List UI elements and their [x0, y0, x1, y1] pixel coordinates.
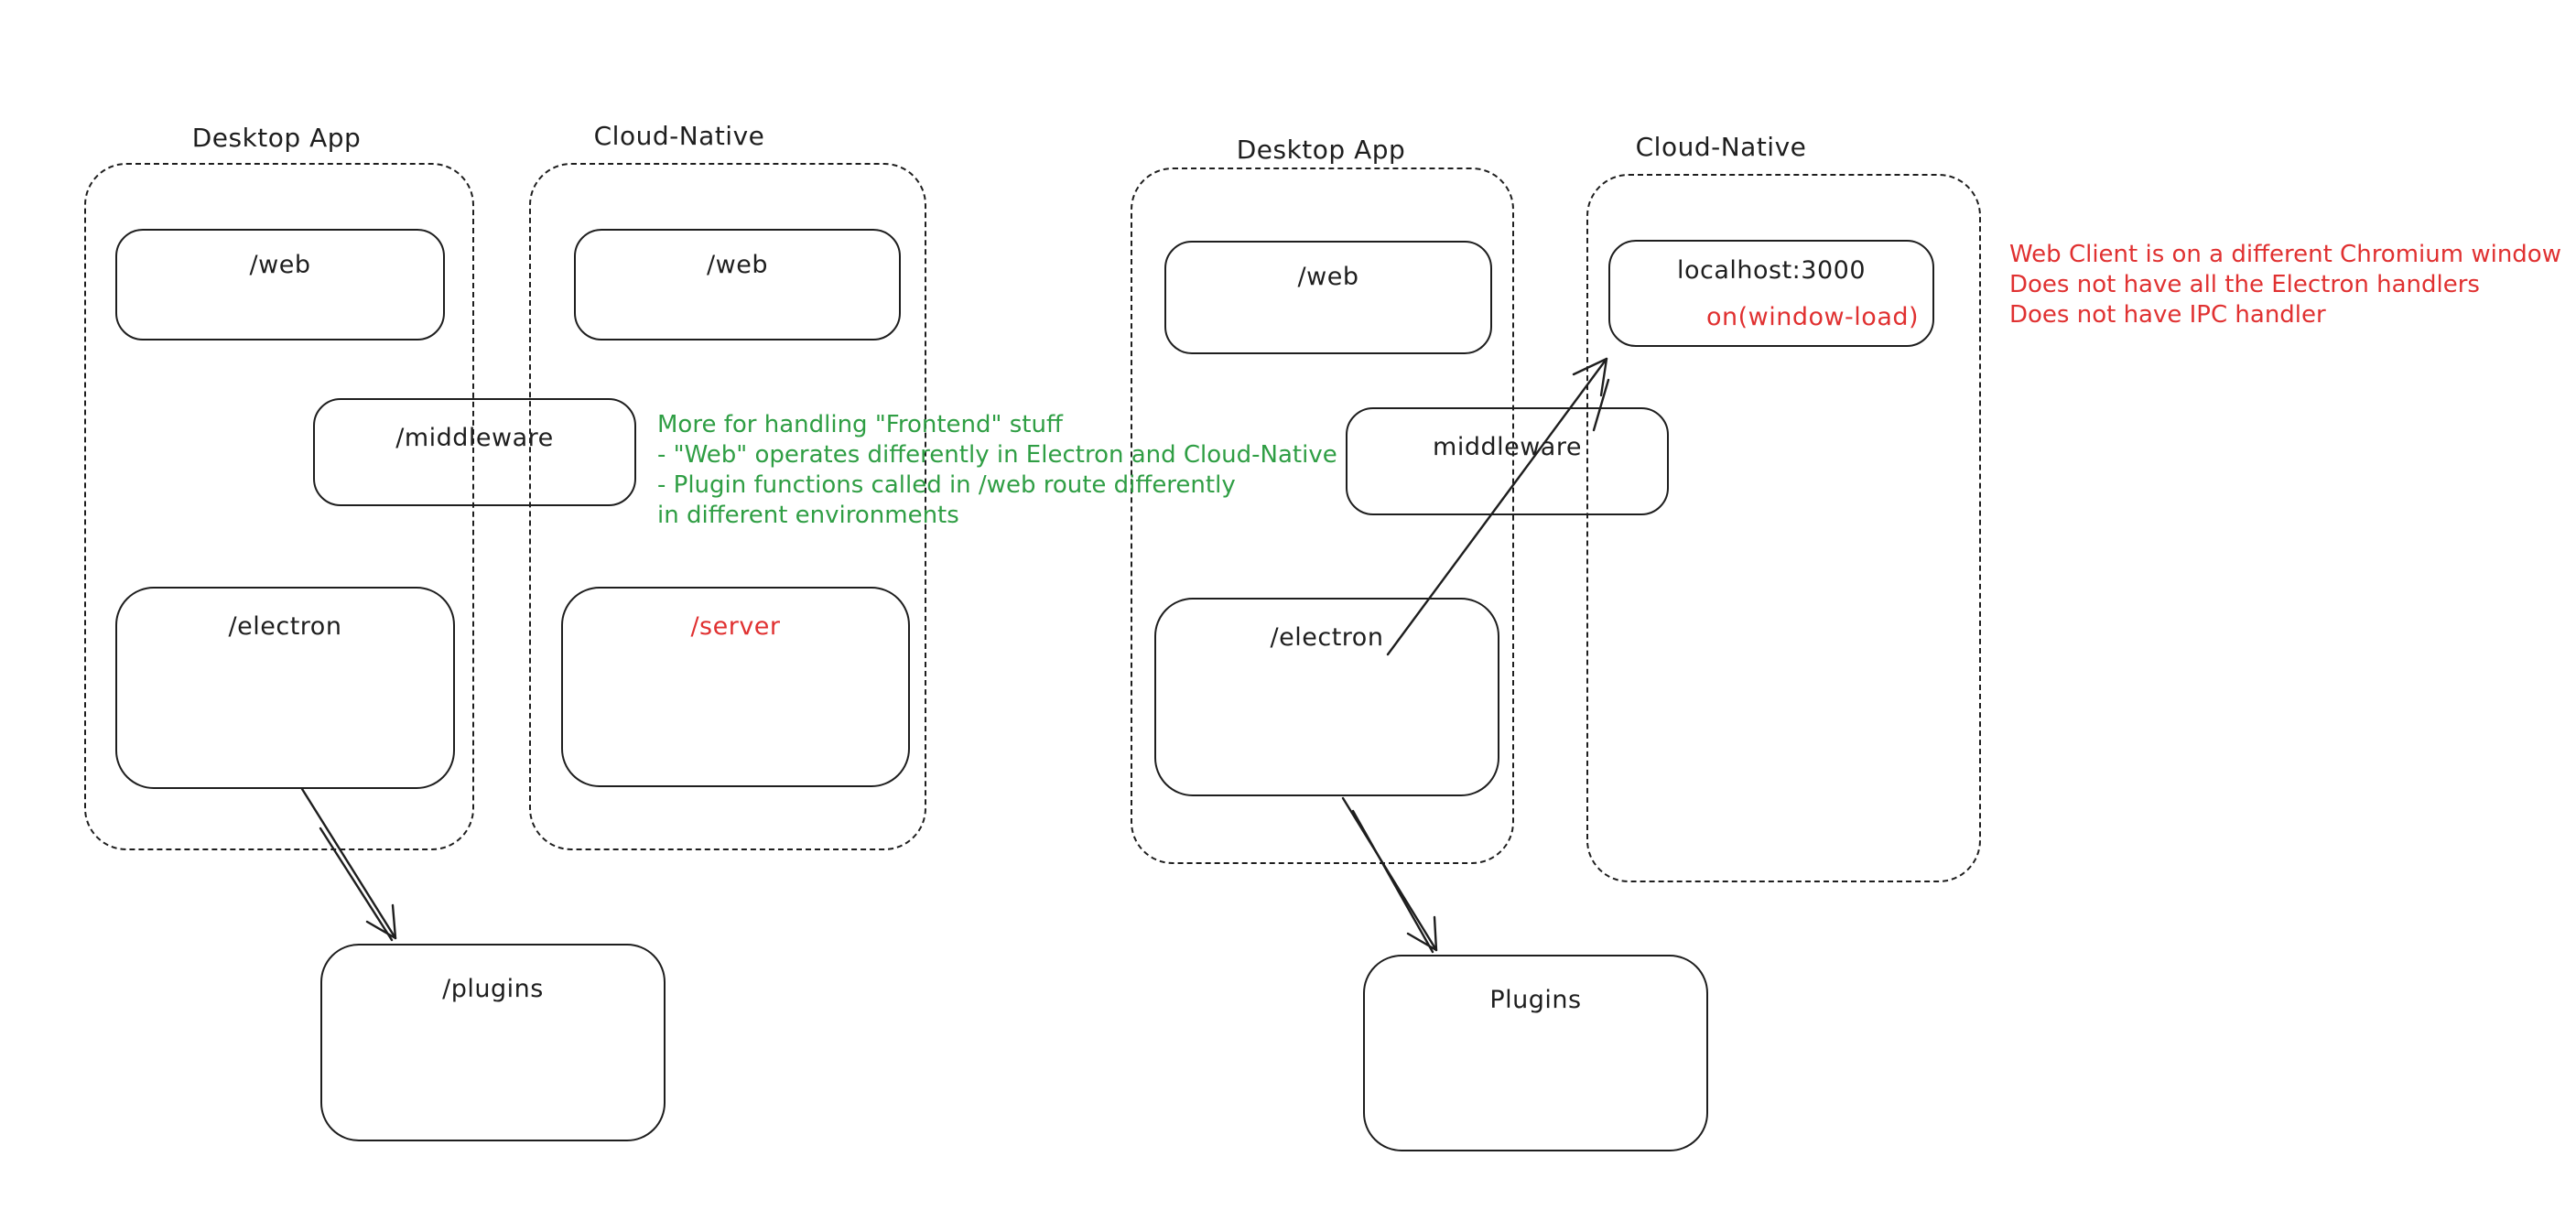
left-cloud-native-container	[529, 163, 926, 850]
right-middleware-box: middleware	[1346, 407, 1669, 515]
left-web-desktop-box: /web	[115, 229, 445, 340]
left-plugins-box: /plugins	[320, 944, 666, 1141]
left-electron-box: /electron	[115, 587, 455, 789]
right-localhost-label: localhost:3000	[1676, 256, 1866, 285]
left-web-desktop-label: /web	[249, 251, 311, 279]
left-plugins-label: /plugins	[442, 975, 544, 1003]
right-window-load-label: on(window-load)	[1705, 303, 1920, 331]
right-electron-box: /electron	[1154, 598, 1499, 796]
right-web-label: /web	[1297, 263, 1359, 291]
red-annotation: Web Client is on a different Chromium wi…	[2009, 240, 2561, 330]
right-cloud-native-title: Cloud-Native	[1635, 132, 1807, 162]
right-web-box: /web	[1164, 241, 1492, 354]
right-plugins-label: Plugins	[1489, 986, 1582, 1014]
left-desktop-app-title: Desktop App	[191, 123, 362, 153]
left-web-cloud-label: /web	[707, 251, 768, 279]
left-middleware-label: /middleware	[395, 424, 554, 452]
left-electron-label: /electron	[228, 612, 342, 641]
left-middleware-box: /middleware	[313, 398, 636, 506]
green-annotation-line: - Plugin functions called in /web route …	[657, 471, 1236, 499]
green-annotation: More for handling "Frontend" stuff - "We…	[657, 410, 1337, 531]
red-annotation-line: Does not have IPC handler	[2009, 301, 2326, 329]
right-plugins-box: Plugins	[1363, 955, 1708, 1151]
left-cloud-native-title: Cloud-Native	[593, 121, 765, 151]
left-web-cloud-box: /web	[574, 229, 901, 340]
left-server-box: /server	[561, 587, 910, 787]
red-annotation-line: Web Client is on a different Chromium wi…	[2009, 241, 2561, 268]
green-annotation-line: - "Web" operates differently in Electron…	[657, 441, 1337, 469]
right-desktop-app-title: Desktop App	[1236, 135, 1406, 165]
right-localhost-box: localhost:3000 on(window-load)	[1608, 240, 1934, 347]
red-annotation-line: Does not have all the Electron handlers	[2009, 271, 2480, 298]
green-annotation-line: More for handling "Frontend" stuff	[657, 411, 1063, 438]
green-annotation-line: in different environments	[657, 502, 959, 529]
left-server-label: /server	[690, 612, 781, 641]
right-electron-label: /electron	[1270, 623, 1384, 652]
left-desktop-app-container	[84, 163, 474, 850]
right-middleware-label: middleware	[1433, 433, 1582, 461]
